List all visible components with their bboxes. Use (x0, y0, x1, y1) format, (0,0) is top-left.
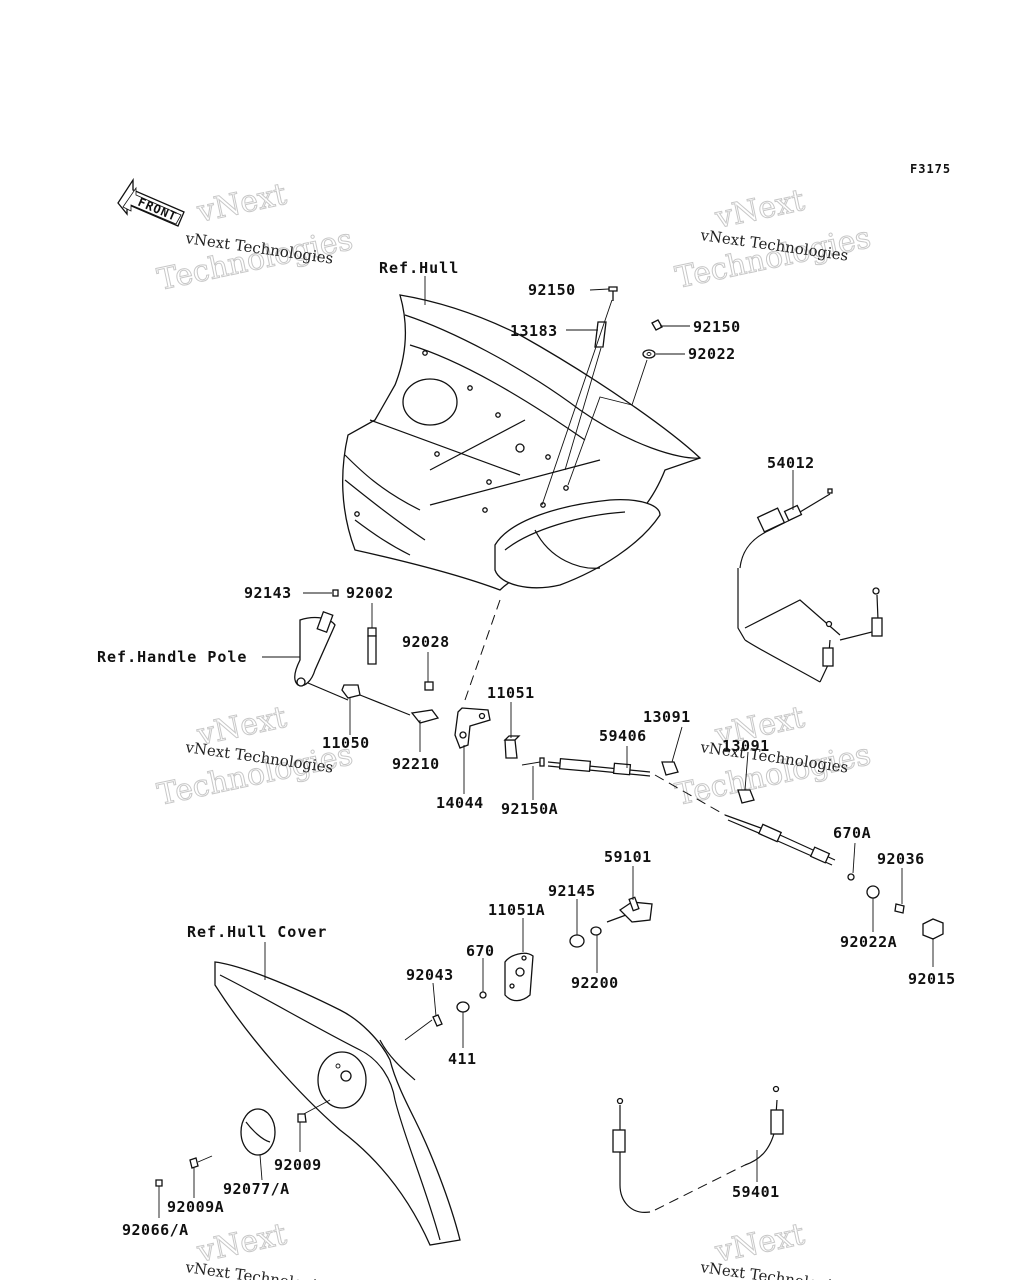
bracket-14044 (454, 707, 491, 749)
pin-92043 (432, 1014, 443, 1027)
part-label: 59406 (599, 727, 647, 745)
leader-lines (158, 276, 934, 1218)
hull-cover-drawing (214, 961, 461, 1246)
watermark-bottom-right: vNext vNext Technologies (698, 1216, 849, 1280)
watermark-top-left: vNext Technologies vNext Technologies (154, 176, 356, 298)
washer-92145 (569, 934, 585, 948)
screw-92009 (297, 1113, 307, 1123)
part-label: 92150 (693, 318, 741, 336)
ref-handle-pole-label: Ref.Handle Pole (97, 648, 247, 666)
svg-text:vNext Technologies: vNext Technologies (698, 1258, 849, 1280)
watermark-mid-right: vNext Technologies vNext Technologies (672, 699, 874, 813)
screw-92009A (189, 1155, 213, 1169)
part-label: 92200 (571, 974, 619, 992)
part-label: 670 (466, 942, 495, 960)
part-label: 54012 (767, 454, 815, 472)
part-label: 92009A (167, 1198, 224, 1216)
ref-hull-cover-label: Ref.Hull Cover (187, 923, 327, 941)
ring-670 (479, 991, 487, 999)
cable-lower (724, 814, 855, 881)
part-label: 92150 (528, 281, 576, 299)
part-label: 13091 (643, 708, 691, 726)
part-label: 11051A (488, 901, 545, 919)
clip-13091-b (737, 789, 755, 804)
part-label: 92145 (548, 882, 596, 900)
cable-59401 (612, 1085, 784, 1213)
washer-92022A (866, 885, 880, 899)
part-label: 92150A (501, 800, 558, 818)
part-label: 92009 (274, 1156, 322, 1174)
part-label: 92043 (406, 966, 454, 984)
svg-text:vNext: vNext (193, 177, 289, 230)
watermark-mid-left: vNext Technologies vNext Technologies (154, 699, 356, 813)
cap-92066 (155, 1179, 163, 1187)
part-label: 13183 (510, 322, 558, 340)
watermark-bottom-left: vNext vNext Technologies (183, 1216, 334, 1280)
clip-13091-a (661, 761, 679, 776)
part-label: 92028 (402, 633, 450, 651)
washer-92036 (894, 903, 905, 914)
cable-54012 (737, 488, 883, 683)
part-label: 13091 (722, 737, 770, 755)
svg-text:vNext Technologies: vNext Technologies (183, 1258, 334, 1280)
part-label: 59101 (604, 848, 652, 866)
part-label: 92077/A (223, 1180, 290, 1198)
part-label: 11051 (487, 684, 535, 702)
hull-fasteners (541, 286, 663, 506)
nut-92015 (922, 918, 944, 940)
svg-text:vNext: vNext (711, 183, 807, 236)
bolt-92150A (521, 757, 545, 767)
plate-11051A (504, 952, 534, 1002)
knob-92077 (240, 1108, 276, 1156)
watermark-top-right: vNext Technologies vNext Technologies (672, 182, 874, 296)
part-label: 11050 (322, 734, 370, 752)
part-label: 670A (833, 824, 871, 842)
part-label: 92210 (392, 755, 440, 773)
part-label: 92066/A (122, 1221, 189, 1239)
part-label: 92002 (346, 584, 394, 602)
part-label: 59401 (732, 1183, 780, 1201)
part-label: 14044 (436, 794, 484, 812)
part-label: 411 (448, 1050, 477, 1068)
front-arrow-icon: FRONT (117, 177, 185, 227)
part-label: 92022 (688, 345, 736, 363)
part-11051 (503, 735, 521, 759)
washer-92200 (590, 926, 602, 936)
part-label: 92143 (244, 584, 292, 602)
part-label: 92022A (840, 933, 897, 951)
washer-411 (456, 1001, 470, 1013)
handle-bracket (294, 589, 440, 724)
hull-drawing (342, 294, 702, 701)
diagram-code: F3175 (910, 162, 951, 176)
shaft-59101 (606, 896, 653, 923)
part-label: 92015 (908, 970, 956, 988)
cable-59406 (547, 758, 726, 816)
ref-hull-label: Ref.Hull (379, 259, 459, 277)
front-arrow-label: FRONT (136, 195, 179, 224)
part-label: 92036 (877, 850, 925, 868)
